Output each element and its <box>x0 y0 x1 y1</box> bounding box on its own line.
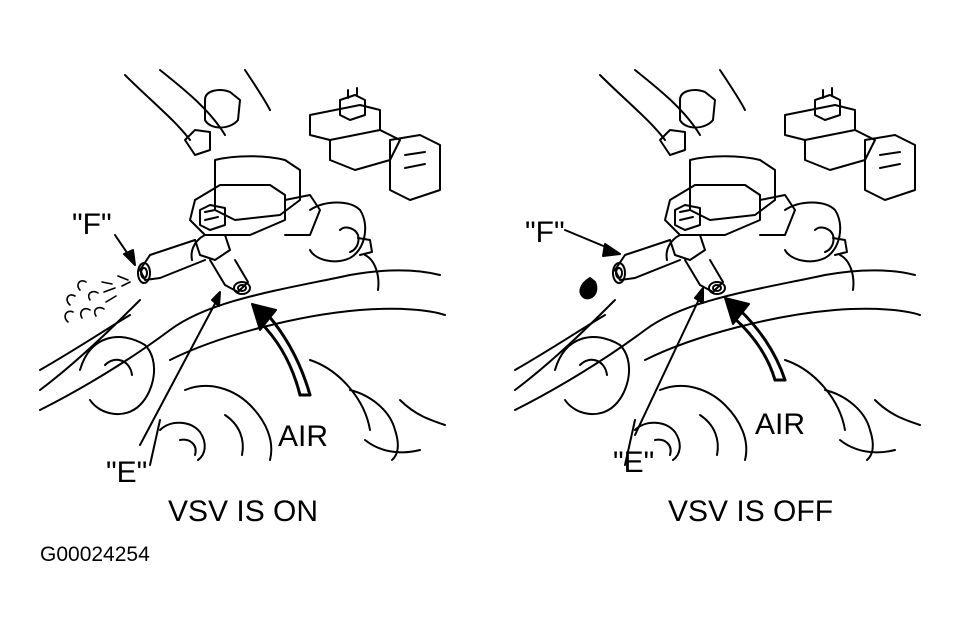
solenoid-cylinder <box>784 201 855 291</box>
leader-line-e <box>634 287 704 436</box>
solenoid-cylinder <box>309 201 380 291</box>
port-f-nipple <box>137 239 206 284</box>
air-flow-arrow <box>724 297 787 382</box>
air-puff-icon <box>64 275 131 323</box>
connector-blocks <box>784 87 916 201</box>
label-port-e: "E" <box>613 446 655 479</box>
leader-arrow-f <box>564 229 621 257</box>
vsv-valve-body <box>184 89 321 261</box>
port-e-nipple <box>209 259 251 295</box>
leader-arrow-f <box>114 234 136 266</box>
caption-vsv-off: VSV IS OFF <box>668 495 834 528</box>
air-flow-arrow <box>251 303 312 397</box>
leader-line-e <box>139 291 221 446</box>
port-f-nipple <box>612 239 681 284</box>
label-air: AIR <box>278 420 329 453</box>
blocked-port-drop-icon <box>579 277 598 300</box>
caption-vsv-on: VSV IS ON <box>168 495 319 528</box>
figure-id: G00024254 <box>40 543 150 566</box>
connector-blocks <box>309 87 441 201</box>
diagram-panel-vsv-on: "F" "E" AIR <box>20 60 450 500</box>
vsv-off-illustration <box>514 69 921 466</box>
diagram-panel-vsv-off: "F" "E" AIR <box>495 60 925 500</box>
engine-background-lines <box>514 69 921 466</box>
vsv-valve-body <box>659 89 796 261</box>
port-e-nipple <box>684 259 726 295</box>
label-port-f: "F" <box>525 216 565 249</box>
label-port-f: "F" <box>72 208 112 241</box>
label-port-e: "E" <box>106 456 148 489</box>
engine-background-lines <box>39 69 446 466</box>
label-air: AIR <box>755 408 806 441</box>
vsv-on-illustration <box>39 69 446 466</box>
